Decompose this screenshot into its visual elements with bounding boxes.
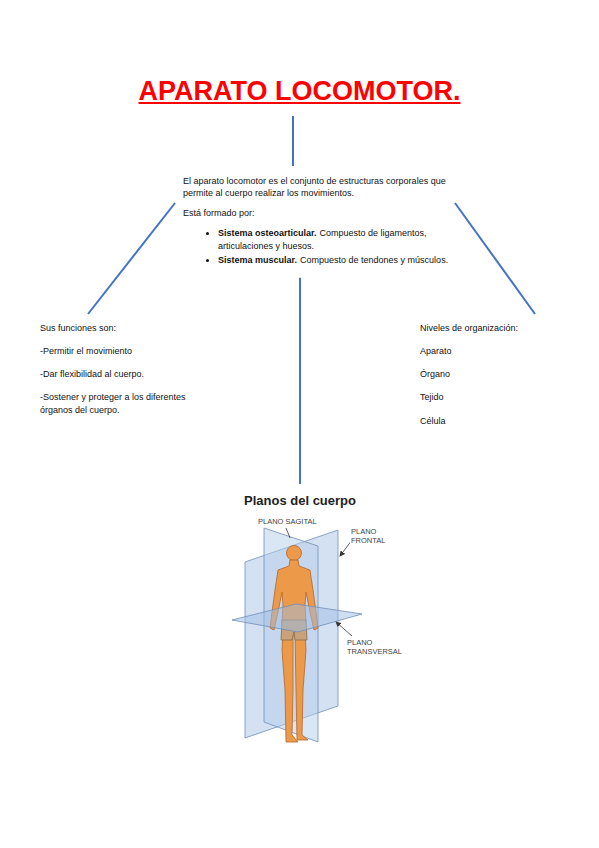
list-item: -Dar flexibilidad al cuerpo. [40,368,190,380]
diagram-title: APARATO LOCOMOTOR. [0,76,599,107]
connector-line [455,203,535,314]
text-block: Niveles de organización: AparatoÓrganoTej… [420,322,570,438]
section-heading: Planos del cuerpo [200,492,400,510]
list-item: Órgano [420,368,570,380]
list-heading: Niveles de organización: [420,322,570,334]
list-item: -Permitir el movimiento [40,345,190,357]
leader-line [336,622,352,636]
bullet-item: Sistema osteoarticular.Compuesto de liga… [218,227,465,251]
leader-line [286,528,290,538]
list-heading: Sus funciones son: [40,322,190,334]
sagittal-plane [264,528,318,742]
connector-line [88,203,175,314]
intro-text: Está formado por: [183,207,465,219]
definition-text: El aparato locomotor es el conjunto de e… [183,175,465,199]
plane-label: PLANO FRONTAL [350,527,392,545]
list-item: Aparato [420,345,570,357]
title-line [292,116,294,166]
list-item: Tejido [420,391,570,403]
bullet-body: Compuesto de tendones y músculos. [300,255,448,265]
bullet-list: Sistema osteoarticular.Compuesto de liga… [183,227,465,265]
bullet-item: Sistema muscular.Compuesto de tendones y… [218,254,465,266]
bullet-heading: Sistema osteoarticular. [218,228,317,238]
plane-label: PLANO SAGITAL [257,517,339,526]
text-block: Sus funciones son: -Permitir el movimient… [40,322,190,427]
text-block: Planos del cuerpo [200,492,400,518]
text-block: El aparato locomotor es el conjunto de e… [183,175,465,268]
connector-line [299,278,301,484]
plane-label: PLANO TRANSVERSAL [346,638,408,656]
list-item: -Sostener y proteger a los diferentes ór… [40,391,190,415]
list-item: Célula [420,415,570,427]
bullet-heading: Sistema muscular. [218,255,297,265]
human-figure [270,546,318,743]
